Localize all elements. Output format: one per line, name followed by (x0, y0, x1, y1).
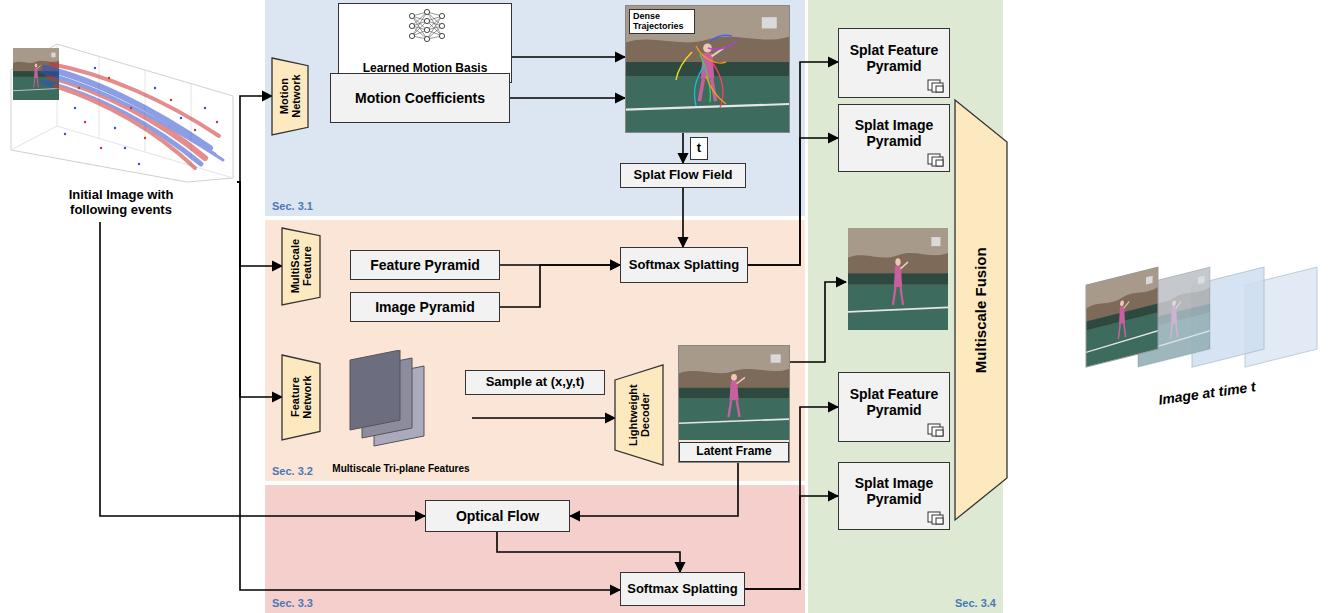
node-label: Dense Trajectories (629, 9, 695, 34)
node-label: Lightweight Decoder (627, 370, 651, 460)
trapezoid-outline (615, 365, 663, 465)
section-band: Sec. 3.4 Splat Feature Pyramid Splat Ima… (808, 0, 1003, 613)
section-label: Sec. 3.4 (955, 597, 996, 610)
process-box: t (690, 137, 708, 160)
latent-frame-image (679, 346, 789, 440)
process-box: Optical Flow (425, 500, 570, 532)
section-label: Sec. 3.3 (272, 597, 313, 610)
process-box: Softmax Splatting (620, 572, 745, 606)
node-label: Latent Frame (679, 442, 789, 462)
node-label: Motion Network (278, 63, 302, 130)
process-box: Splat Feature Pyramid (838, 28, 950, 98)
image-panel: Initial Image with following events (5, 38, 237, 222)
node-label: Splat Image Pyramid (844, 475, 944, 507)
process-box: Softmax Splatting (620, 247, 748, 283)
section-band: Sec. 3.1 Learned Motion BasisMotion Netw… (265, 0, 805, 216)
section-band: Sec. 3.2 MultiScale Feature Feature Pyrami… (265, 220, 805, 481)
node-label: Softmax Splatting (627, 582, 738, 597)
process-box: Splat Flow Field (620, 163, 746, 188)
image-panel: Latent Frame (678, 345, 790, 463)
node-label: Optical Flow (456, 508, 539, 524)
node-label: Multiscale Tri-plane Features (332, 463, 469, 475)
node-label: Initial Image with following events (46, 188, 196, 218)
node-label: Feature Pyramid (370, 257, 480, 273)
node-label: Splat Image Pyramid (844, 117, 944, 149)
frame-stack-illustration (1080, 240, 1335, 370)
node-label: Image at time t (1158, 378, 1257, 408)
process-box: Motion Coefficients (330, 73, 510, 123)
image-panel: Multiscale Tri-plane Features (330, 350, 472, 478)
section-band: Sec. 3.3 Optical FlowSoftmax Splatting (265, 485, 805, 613)
network-block: Lightweight Decoder (615, 365, 663, 465)
process-box: Sample at (x,y,t) (465, 370, 605, 395)
trapezoid-outline (272, 58, 308, 135)
section-label: Sec. 3.2 (272, 465, 313, 478)
image-panel: Dense Trajectories (625, 5, 790, 133)
network-block: Feature Network (282, 355, 320, 440)
process-box: Splat Feature Pyramid (838, 372, 950, 442)
neural-net-icon (339, 4, 513, 48)
event-volume-plot (5, 38, 237, 183)
network-block: Motion Network (272, 58, 308, 135)
trapezoid-outline (282, 228, 320, 305)
triplane-illustration (330, 350, 472, 450)
node-label: Splat Feature Pyramid (844, 386, 944, 418)
trapezoid-outline (282, 355, 320, 440)
node-label: MultiScale Feature (289, 233, 313, 300)
node-label: Splat Feature Pyramid (844, 42, 944, 74)
trapezoid-outline (955, 100, 1007, 520)
node-label: Image Pyramid (375, 299, 475, 315)
image-panel: Image at time t (1080, 240, 1335, 405)
node-label: t (697, 141, 701, 156)
process-box: Learned Motion Basis (338, 3, 512, 83)
node-label: Feature Network (289, 360, 313, 435)
process-box: Image Pyramid (350, 292, 500, 322)
node-label: Motion Coefficients (355, 90, 485, 106)
node-label: Sample at (x,y,t) (486, 375, 585, 390)
process-box: Splat Image Pyramid (838, 104, 950, 172)
process-box: Feature Pyramid (350, 250, 500, 280)
section-label: Sec. 3.1 (272, 200, 313, 213)
process-box: Splat Image Pyramid (838, 462, 950, 530)
node-label: Multiscale Fusion (973, 105, 990, 515)
network-block: Multiscale Fusion (955, 100, 1007, 520)
node-label: Softmax Splatting (629, 258, 740, 273)
network-block: MultiScale Feature (282, 228, 320, 305)
node-label: Splat Flow Field (634, 168, 733, 183)
